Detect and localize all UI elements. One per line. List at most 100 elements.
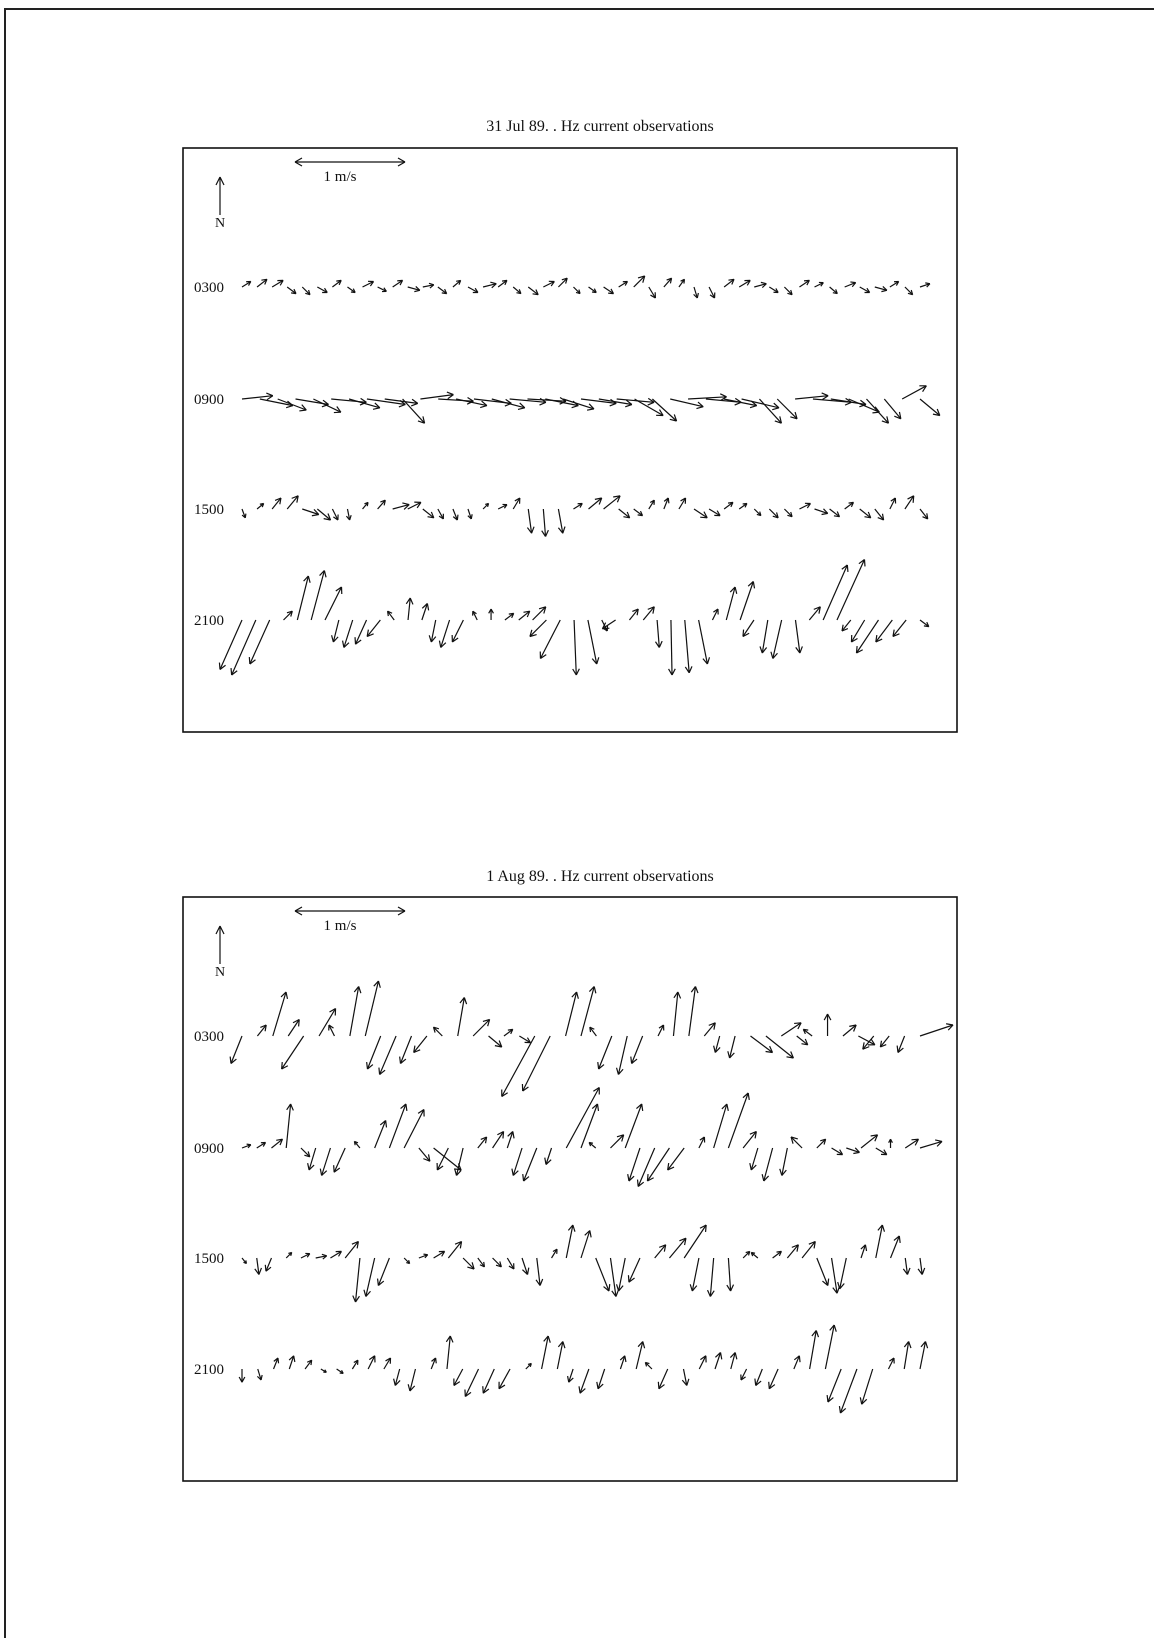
vector-1500-36 [772, 1250, 782, 1259]
vector-2100-24 [619, 1355, 627, 1370]
vector-1500-3 [286, 495, 299, 510]
vector-0300-3 [287, 1018, 300, 1037]
vector-1500-15 [462, 1257, 475, 1270]
vector-1500-2 [264, 1257, 273, 1272]
vector-0900-37 [779, 1147, 788, 1176]
vector-0300-10 [378, 1035, 397, 1075]
scale-bar-label: 1 m/s [324, 169, 357, 185]
vector-0900-12 [418, 1147, 431, 1162]
vector-0900-9 [402, 398, 426, 424]
vector-1500-24 [595, 1257, 611, 1292]
vector-2100-36 [739, 581, 756, 621]
vector-1500-42 [874, 508, 885, 521]
vector-0300-15 [467, 286, 479, 294]
vector-0900-27 [627, 1147, 641, 1182]
vector-0300-26 [630, 1035, 644, 1064]
vector-0900-26 [624, 1103, 644, 1149]
vector-1500-0 [241, 1257, 247, 1265]
vector-0300-17 [497, 279, 508, 288]
vector-2100-15 [438, 619, 451, 648]
vector-2100-0 [218, 619, 243, 670]
vector-0300-28 [663, 277, 673, 288]
vector-1500-45 [902, 1257, 911, 1275]
vector-1500-17 [492, 1257, 502, 1268]
vector-2100-13 [445, 1335, 454, 1370]
vector-0300-31 [713, 1035, 721, 1053]
vector-0900-17 [492, 1130, 505, 1149]
vector-1500-15 [467, 508, 473, 520]
vector-1500-27 [648, 499, 655, 510]
vector-1500-10 [376, 1257, 390, 1286]
vector-2100-18 [525, 1362, 532, 1370]
vector-1500-19 [521, 1257, 530, 1275]
vector-0900-5 [331, 397, 367, 406]
vector-2100-21 [532, 606, 547, 621]
vector-0900-42 [860, 1134, 879, 1149]
vector-1500-12 [418, 1253, 429, 1259]
vector-1500-8 [362, 501, 369, 510]
vector-2100-47 [875, 619, 893, 643]
vector-0900-6 [319, 1147, 332, 1176]
vector-1500-36 [783, 508, 793, 518]
vector-1500-26 [633, 508, 644, 517]
vector-2100-29 [698, 1355, 707, 1370]
vector-1500-25 [609, 1257, 619, 1297]
vector-1500-27 [627, 1257, 641, 1283]
vector-2100-14 [453, 1368, 464, 1387]
vector-0300-15 [472, 1018, 491, 1037]
vector-2100-30 [654, 619, 663, 648]
vector-2100-23 [539, 619, 561, 659]
vector-2100-2 [248, 619, 271, 665]
vector-0300-21 [565, 991, 579, 1037]
vector-0900-8 [384, 398, 419, 407]
plot-border [182, 147, 958, 733]
vector-2100-7 [331, 619, 340, 643]
vector-0900-29 [758, 398, 783, 424]
vector-0300-24 [603, 286, 615, 295]
vector-2100-39 [838, 1368, 858, 1414]
vector-0900-2 [277, 398, 307, 412]
vector-0300-30 [703, 1022, 716, 1037]
vector-0300-25 [615, 1035, 628, 1075]
vector-0900-29 [646, 1147, 670, 1182]
vector-0300-24 [597, 1035, 613, 1070]
vector-0900-20 [598, 398, 633, 408]
vector-2100-17 [472, 610, 478, 621]
scale-bar-label: 1 m/s [324, 918, 357, 934]
vector-2100-29 [642, 606, 655, 621]
row-label-1500: 1500 [194, 502, 224, 518]
vector-1500-11 [403, 1257, 411, 1265]
vector-0300-23 [588, 286, 597, 294]
vector-2100-22 [529, 619, 547, 638]
vector-0900-12 [455, 398, 488, 409]
vector-1500-34 [753, 508, 762, 517]
vector-2100-36 [809, 1330, 820, 1370]
vector-1500-7 [345, 508, 352, 521]
vector-2100-31 [668, 619, 676, 676]
vector-0900-23 [580, 1103, 600, 1149]
vector-2100-40 [794, 619, 803, 654]
vector-1500-5 [315, 1253, 328, 1260]
vector-2100-1 [256, 1368, 263, 1381]
vector-1500-35 [750, 1251, 759, 1259]
north-label: N [215, 216, 225, 231]
vector-2100-28 [681, 1368, 690, 1386]
vector-2100-7 [351, 1359, 359, 1370]
scale-bar [294, 906, 406, 916]
vector-2100-17 [498, 1368, 511, 1390]
vector-1500-31 [689, 1257, 700, 1292]
vector-1500-37 [799, 502, 811, 510]
vector-1500-12 [422, 508, 435, 519]
vector-1500-18 [506, 1257, 515, 1270]
vector-1500-14 [447, 1240, 463, 1259]
vector-0900-15 [454, 1147, 464, 1176]
vector-2100-3 [288, 1355, 296, 1370]
vector-0300-18 [512, 286, 522, 295]
vector-0300-29 [678, 278, 686, 288]
vector-0900-24 [588, 1141, 597, 1149]
vector-2100-25 [587, 619, 600, 665]
vector-0900-39 [816, 1138, 827, 1149]
vector-0900-31 [698, 1136, 706, 1149]
vector-1500-43 [889, 497, 897, 510]
vector-2100-13 [421, 603, 430, 621]
